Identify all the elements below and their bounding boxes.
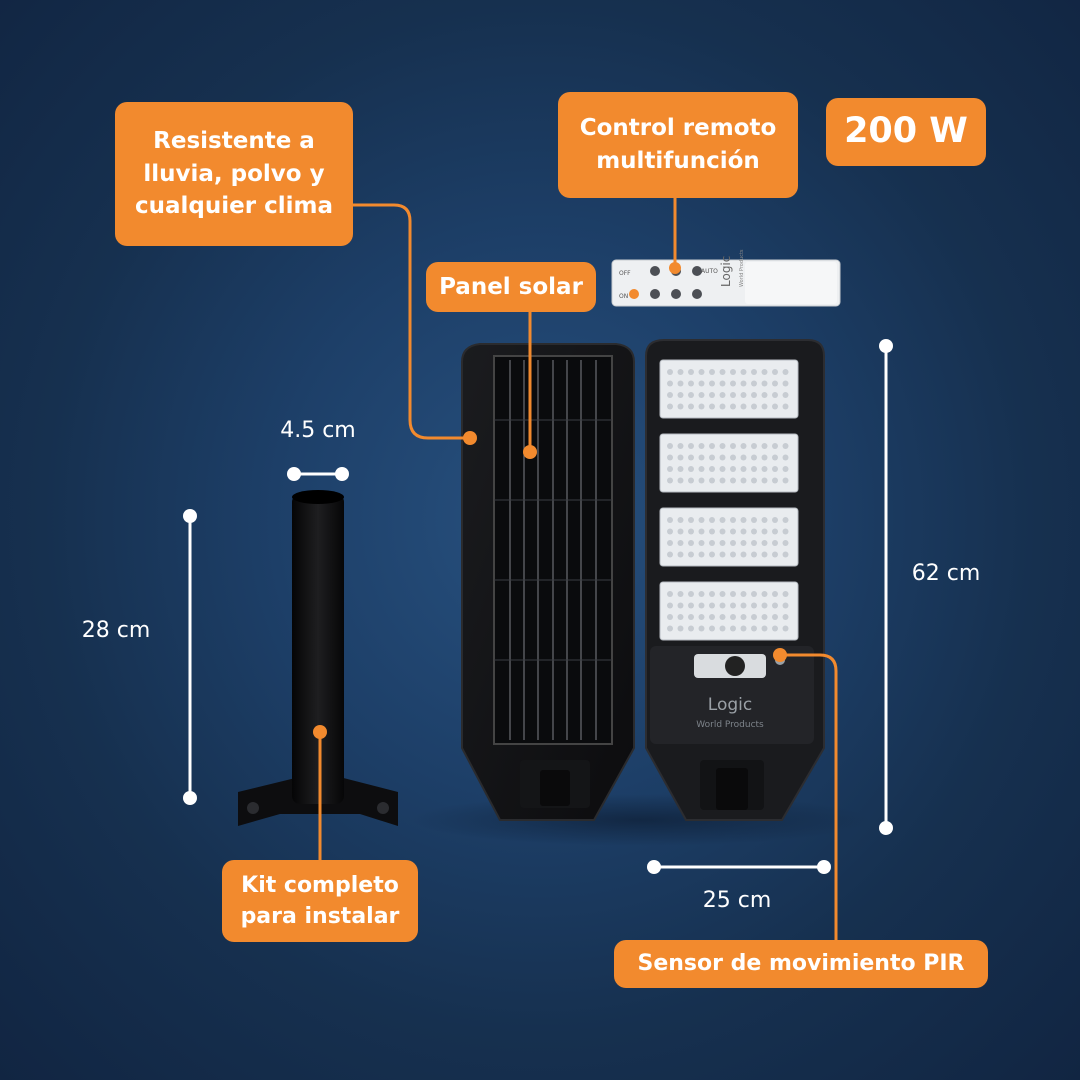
- remote-subtitle: World Products: [739, 249, 745, 287]
- label-install-kit: Kit completo para instalar: [222, 860, 418, 942]
- connector-weather: [352, 203, 470, 440]
- connector-sensor: [780, 653, 838, 940]
- label-solar-panel: Panel solar: [426, 262, 596, 312]
- label-pir-sensor: Sensor de movimiento PIR: [614, 940, 988, 988]
- label-power-200w: 200 W: [826, 98, 986, 166]
- dimension-line-pipe-height: [183, 509, 197, 805]
- lamp-logo: Logic: [708, 695, 752, 715]
- remote-logo: Logic: [719, 256, 733, 287]
- dim-pipe-height: 28 cm: [81, 618, 151, 643]
- led-lamp-body: Logic World Products: [645, 339, 825, 821]
- remote-btn-auto: AUTO: [701, 268, 718, 275]
- remote-btn-on: ON: [619, 293, 628, 300]
- remote-control: OFF ON AUTO Logic World Products: [611, 249, 841, 307]
- label-remote-control: Control remoto multifunción: [558, 92, 798, 198]
- dimension-line-pipe-width: [287, 467, 349, 481]
- dim-lamp-height: 62 cm: [911, 561, 981, 586]
- dim-pipe-width: 4.5 cm: [280, 418, 356, 443]
- label-weather-resistant: Resistente a lluvia, polvo y cualquier c…: [115, 102, 353, 246]
- dimension-line-lamp-width: [647, 860, 831, 874]
- mounting-pipe: [238, 490, 398, 826]
- dim-lamp-width: 25 cm: [702, 888, 772, 913]
- remote-btn-off: OFF: [619, 270, 631, 277]
- dimension-line-lamp-height: [879, 339, 893, 835]
- lamp-subtitle: World Products: [696, 720, 764, 730]
- solar-panel-body: [461, 343, 635, 821]
